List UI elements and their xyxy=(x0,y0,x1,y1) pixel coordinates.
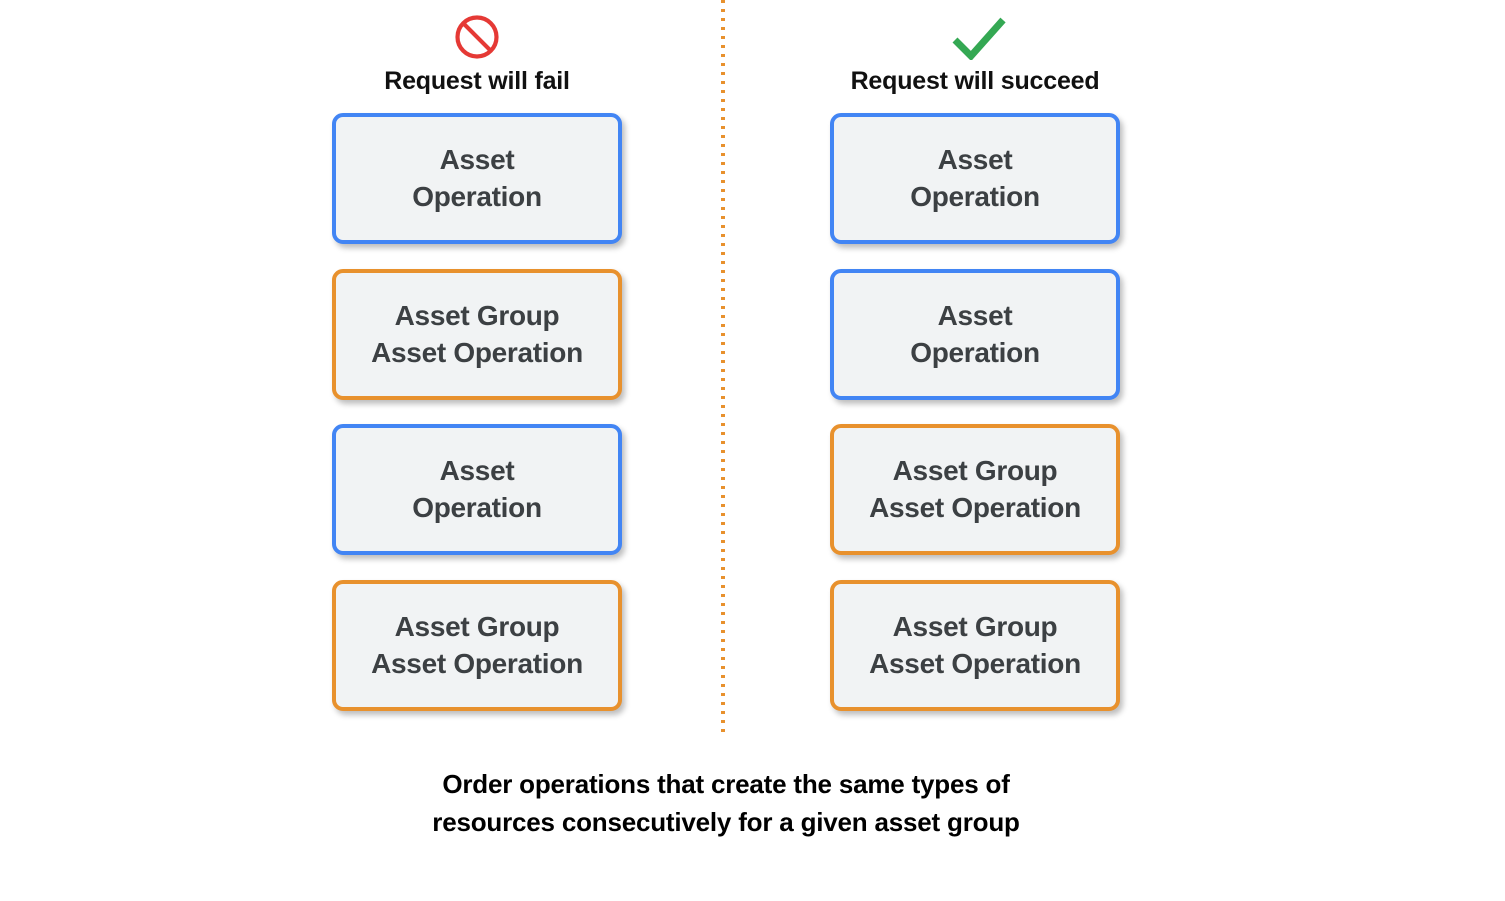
operation-box[interactable]: Asset Group Asset Operation xyxy=(830,580,1120,711)
vertical-dotted-divider xyxy=(721,0,725,736)
operation-box-line: Asset Group xyxy=(394,611,560,643)
column-header-succeed: Request will succeed xyxy=(770,14,1180,96)
operation-box-line: Asset Group xyxy=(892,455,1058,487)
operation-box-line: Asset xyxy=(937,300,1013,332)
operation-box-line: Asset xyxy=(439,455,515,487)
diagram-caption: Order operations that create the same ty… xyxy=(0,766,1452,841)
checkmark-icon xyxy=(949,14,1006,64)
operation-box-line: Asset Group xyxy=(394,300,560,332)
operation-box-line: Asset Group xyxy=(892,611,1058,643)
operation-box-line: Asset Operation xyxy=(371,647,583,679)
operation-box-line: Asset Operation xyxy=(869,647,1081,679)
operation-box[interactable]: Asset Operation xyxy=(332,113,622,244)
operation-box[interactable]: Asset Operation xyxy=(830,269,1120,400)
operation-box[interactable]: Asset Group Asset Operation xyxy=(332,269,622,400)
operation-box-line: Operation xyxy=(910,180,1040,212)
column-title-succeed: Request will succeed xyxy=(850,67,1100,95)
operation-box-line: Asset xyxy=(937,144,1013,176)
operation-box-line: Asset Operation xyxy=(869,491,1081,523)
operation-box-line: Asset xyxy=(439,144,515,176)
operation-box[interactable]: Asset Group Asset Operation xyxy=(332,580,622,711)
operation-box[interactable]: Asset Operation xyxy=(830,113,1120,244)
operation-box[interactable]: Asset Group Asset Operation xyxy=(830,424,1120,555)
column-title-fail: Request will fail xyxy=(384,67,570,95)
caption-line-1: Order operations that create the same ty… xyxy=(442,769,1010,799)
operation-box-line: Operation xyxy=(910,336,1040,368)
operation-box-line: Asset Operation xyxy=(371,336,583,368)
prohibition-icon xyxy=(451,14,503,64)
operation-box-line: Operation xyxy=(412,180,542,212)
caption-line-2: resources consecutively for a given asse… xyxy=(432,806,1020,837)
operation-box-line: Operation xyxy=(412,491,542,523)
column-header-fail: Request will fail xyxy=(272,14,682,96)
operation-box[interactable]: Asset Operation xyxy=(332,424,622,555)
